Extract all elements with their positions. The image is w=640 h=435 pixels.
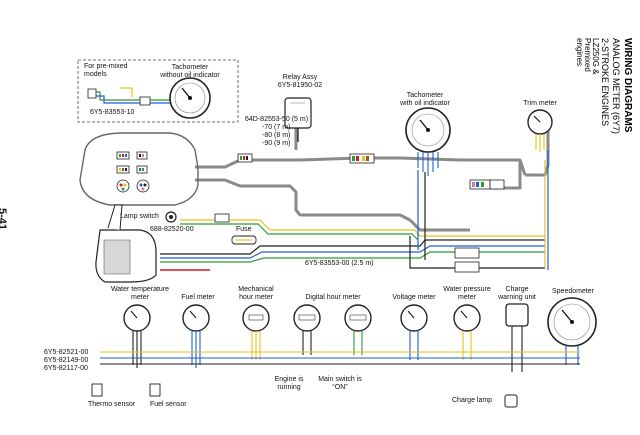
- fuse-label: Fuse: [236, 226, 252, 233]
- tach-no-oil-label-1: Tachometer: [171, 64, 209, 71]
- charge-warn-label-1: Charge: [505, 286, 529, 293]
- harness-label-1: 64D-82553-50 (5 m): [245, 116, 309, 123]
- diagram-title-block: WIRING DIAGRAMS ANALOG METER (6Y7) 2-STR…: [575, 38, 635, 298]
- part-label-3: 6Y5-82117-00: [44, 365, 88, 372]
- water-press-label-2: meter: [458, 294, 476, 301]
- thermo-sensor-label: Thermo sensor: [88, 401, 136, 408]
- page-number: 5-41: [0, 208, 8, 231]
- mech-hour-label-1: Mechanical: [238, 286, 274, 293]
- harness-label-2: -70 (7 m): [262, 124, 291, 131]
- title-line-6: engines: [575, 38, 584, 67]
- engine-outline: [79, 132, 199, 206]
- bottom-wires: [100, 326, 580, 372]
- cable-label: 6Y5-83553-00 (2.5 m): [305, 260, 374, 267]
- part-label-1: 6Y5-82521-00: [44, 349, 89, 356]
- lamp-switch-label: Lamp switch: [120, 213, 159, 220]
- engine-running-label-2: running: [277, 384, 301, 391]
- title-line-5: Premixed: [583, 38, 592, 72]
- relay-label-1: Relay Assy: [282, 74, 318, 81]
- fuel-sensor-label: Fuel sensor: [150, 401, 187, 408]
- tach-oil-label-1: Tachometer: [406, 92, 444, 99]
- premix-label-1: For pre-mixed: [84, 63, 128, 70]
- sensors: [91, 383, 518, 408]
- tach-no-oil-label-2: without oil indicator: [160, 72, 220, 79]
- lamp-switch-part: 688-82520-00: [150, 226, 194, 233]
- harness-label-3: -80 (8 m): [262, 132, 291, 139]
- title-line-4: LZ250G &: [591, 38, 600, 75]
- water-press-label-1: Water pressure: [443, 286, 491, 293]
- mech-hour-label-2: hour meter: [239, 294, 273, 301]
- lamp-switch: [165, 211, 177, 223]
- harness-connectors: [237, 153, 505, 190]
- main-switch-label-1: Main switch is: [318, 376, 362, 383]
- premix-box: [77, 59, 239, 123]
- digital-hour-label: Digital hour meter: [305, 294, 361, 301]
- lower-bus: [160, 150, 549, 271]
- premix-label-2: models: [84, 71, 107, 78]
- water-temp-label-1: Water temperature: [110, 286, 170, 293]
- trim-meter-label: Trim meter: [523, 100, 557, 107]
- tach-oil-label-2: with oil indicator: [400, 100, 450, 107]
- premix-part: 6Y5-83553-10: [90, 109, 135, 116]
- main-switch-label-2: “ON”: [332, 384, 348, 391]
- voltage-label: Voltage meter: [392, 294, 436, 301]
- relay-assy: [284, 97, 312, 142]
- harness-label-4: -90 (9 m): [262, 140, 291, 147]
- remote-control: [95, 204, 157, 283]
- engine-running-label-1: Engine is: [274, 376, 304, 383]
- engine-connectors: [116, 151, 150, 193]
- tachometer-oil: [405, 107, 451, 176]
- part-label-2: 6Y5-82149-00: [44, 357, 89, 364]
- title-line-1: WIRING DIAGRAMS: [622, 38, 633, 133]
- bottom-gauges: [123, 297, 597, 347]
- charge-warn-label-2: warning unit: [498, 294, 536, 301]
- fuel-meter-label: Fuel meter: [181, 294, 215, 301]
- trim-meter: [527, 109, 553, 152]
- main-harness: [195, 111, 550, 232]
- water-temp-label-2: meter: [131, 294, 149, 301]
- relay-label-2: 6Y5-81950-02: [277, 82, 323, 89]
- title-line-3: 2-STROKE ENGINES: [600, 38, 610, 127]
- charge-lamp-label: Charge lamp: [452, 397, 493, 404]
- tachometer-no-oil: [169, 77, 211, 119]
- title-line-2: ANALOG METER (6Y7): [611, 38, 621, 135]
- lower-bus-connectors: [214, 213, 480, 273]
- speedometer-label: Speedometer: [551, 288, 595, 295]
